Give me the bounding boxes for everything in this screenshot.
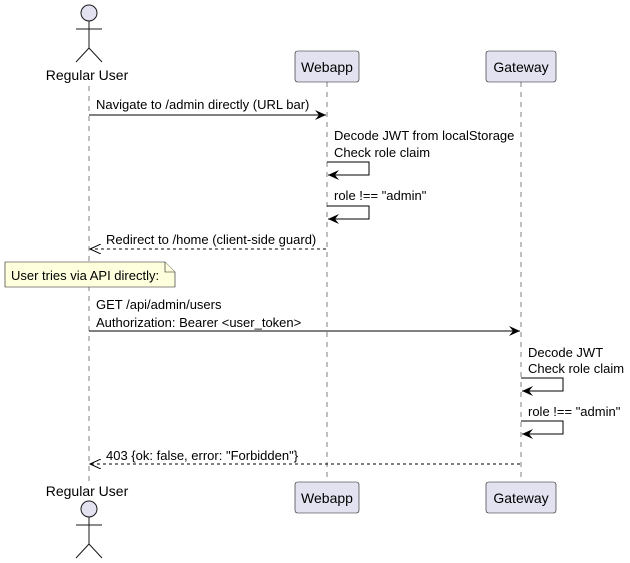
participant-name: Gateway (493, 59, 548, 75)
participant-gateway-top: Gateway (485, 50, 557, 83)
message-label: role !== "admin" (528, 404, 621, 419)
participant-name: Gateway (493, 490, 548, 506)
message-role-check-webapp: role !== "admin" (327, 188, 427, 224)
note-text: User tries via API directly: (11, 268, 159, 283)
message-label: Navigate to /admin directly (URL bar) (96, 97, 309, 112)
message-label: Check role claim (334, 145, 430, 160)
message-get-admin-users: GET /api/admin/users Authorization: Bear… (89, 297, 520, 336)
message-403-forbidden: 403 {ok: false, error: "Forbidden"} (90, 448, 520, 464)
message-label: Check role claim (528, 361, 624, 376)
actor-name: Regular User (46, 67, 129, 83)
message-label: Redirect to /home (client-side guard) (106, 232, 316, 247)
participant-name: Webapp (301, 59, 353, 75)
note-api-attempt: User tries via API directly: (4, 261, 176, 288)
stick-figure-icon (75, 4, 103, 63)
actor-regular-user-top: Regular User (46, 4, 129, 83)
actor-regular-user-bottom: Regular User (46, 483, 129, 559)
participant-webapp-top: Webapp (294, 50, 360, 83)
message-label: Authorization: Bearer <user_token> (96, 315, 301, 330)
message-label: GET /api/admin/users (96, 297, 222, 312)
message-role-check-gateway: role !== "admin" (521, 404, 621, 439)
message-decode-jwt-gateway: Decode JWT Check role claim (521, 345, 624, 396)
message-label: 403 {ok: false, error: "Forbidden"} (106, 448, 299, 463)
message-label: Decode JWT (528, 345, 603, 360)
message-navigate-admin: Navigate to /admin directly (URL bar) (89, 97, 326, 120)
participant-gateway-bottom: Gateway (485, 481, 557, 514)
message-decode-jwt-webapp: Decode JWT from localStorage Check role … (327, 128, 514, 180)
message-label: Decode JWT from localStorage (334, 128, 514, 143)
participant-name: Webapp (301, 490, 353, 506)
participant-webapp-bottom: Webapp (294, 481, 360, 514)
actor-name: Regular User (46, 483, 129, 499)
stick-figure-icon (75, 500, 103, 559)
message-redirect-home: Redirect to /home (client-side guard) (90, 232, 326, 249)
message-label: role !== "admin" (334, 188, 427, 203)
